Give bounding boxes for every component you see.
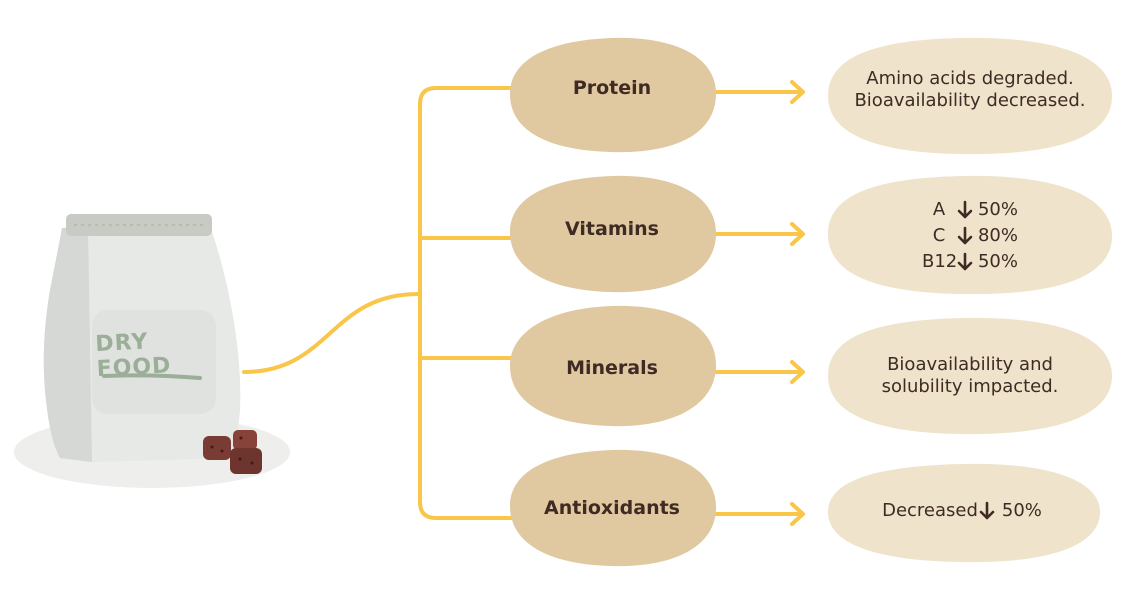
category-label-vitamins: Vitamins <box>565 218 659 240</box>
bag-connector <box>242 292 420 374</box>
vitamin-change: 50% <box>977 199 1018 220</box>
antioxidant-change: 50% <box>1001 500 1042 521</box>
result-line: Bioavailability and <box>887 354 1053 375</box>
down-arrow-icon <box>979 501 995 520</box>
result-bubble-protein <box>828 37 1112 155</box>
kibble-icon <box>203 430 262 474</box>
antioxidant-prefix: Decreased <box>882 500 978 521</box>
connector-lines <box>242 86 516 520</box>
category-bubble-vitamins <box>510 175 717 293</box>
result-bubble-minerals <box>828 317 1112 435</box>
trunk-line <box>418 86 516 520</box>
food-bag-icon <box>43 214 241 462</box>
down-arrow-icon <box>957 252 973 271</box>
result-line: solubility impacted. <box>881 376 1059 397</box>
result-text-minerals: Bioavailability and solubility impacted. <box>830 350 1110 402</box>
vitamin-name: B12 <box>921 251 958 272</box>
result-line: Amino acids degraded. <box>866 68 1074 89</box>
category-label-protein: Protein <box>572 77 652 99</box>
vitamin-row-c: C 80% <box>922 223 1018 249</box>
category-bubbles <box>510 37 717 567</box>
category-bubble-protein <box>510 37 717 153</box>
category-label-minerals: Minerals <box>566 357 658 379</box>
vitamin-change: 80% <box>977 225 1018 246</box>
result-text-vitamins: A 50% C 80% B12 50% <box>880 194 1060 278</box>
right-arrow-icon <box>714 80 805 526</box>
vitamin-row-a: A 50% <box>922 197 1018 223</box>
result-line: Bioavailability decreased. <box>854 90 1086 111</box>
vitamin-row-b12: B12 50% <box>922 249 1018 275</box>
result-text-protein: Amino acids degraded. Bioavailability de… <box>830 64 1110 116</box>
antioxidant-row: Decreased 50% <box>882 500 1042 522</box>
category-label-antioxidants: Antioxidants <box>544 497 680 519</box>
result-bubble-vitamins <box>828 175 1112 295</box>
down-arrow-icon <box>957 226 973 245</box>
down-arrow-icon <box>957 200 973 219</box>
category-bubble-minerals <box>510 305 717 427</box>
result-text-antioxidants: Decreased 50% <box>822 496 1102 526</box>
result-bubbles <box>828 37 1112 563</box>
vitamin-change: 50% <box>977 251 1018 272</box>
vitamin-name: A <box>932 199 946 220</box>
category-bubble-antioxidants <box>510 449 717 567</box>
result-bubble-antioxidants <box>828 463 1100 563</box>
vitamin-name: C <box>932 225 946 246</box>
bag-label: DRY FOOD <box>94 329 172 383</box>
